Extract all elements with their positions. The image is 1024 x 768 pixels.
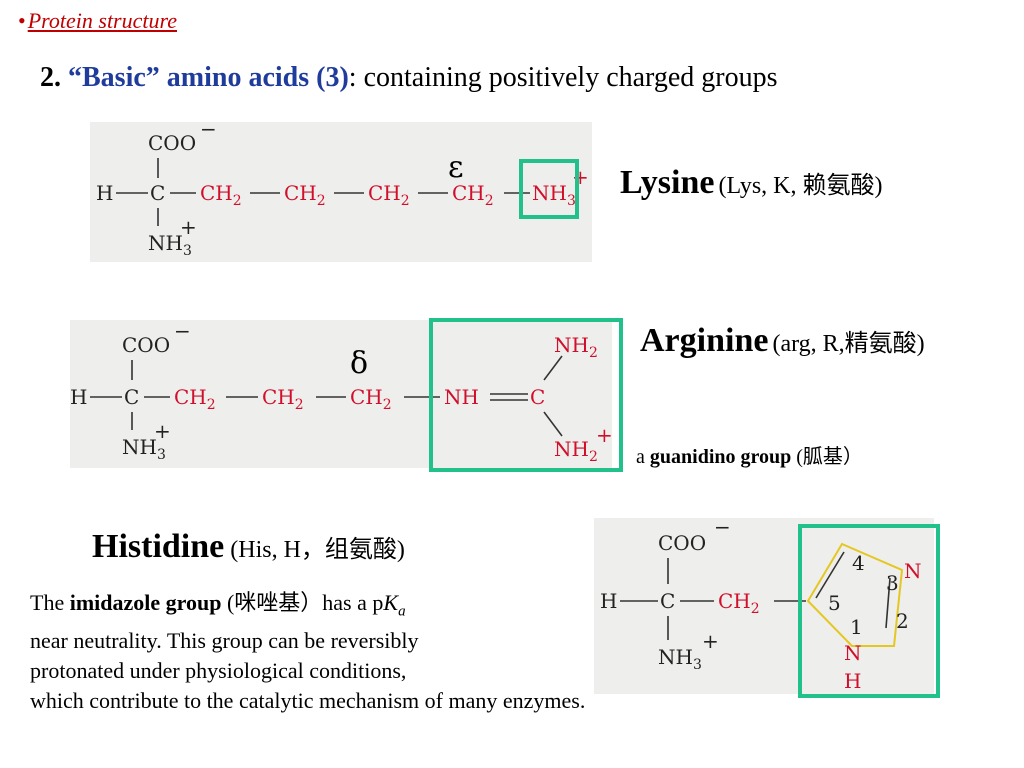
nh-label: NH [444, 385, 479, 409]
minus-label: − [200, 122, 217, 141]
heading-number: 2. [40, 62, 68, 93]
carboxylate-label: COO [122, 333, 170, 357]
nh3-label: NH3 [122, 435, 166, 463]
guanidino-term: guanidino group [649, 446, 792, 468]
plus-label: + [702, 629, 719, 653]
guanidino-box [429, 318, 623, 472]
histidine-abbrev: (His, H，组氨酸) [224, 537, 405, 563]
nh3-label: NH3 [148, 231, 192, 259]
imidazole-box [798, 524, 940, 698]
h-label: H [96, 181, 113, 205]
ring-number: 4 [852, 551, 865, 575]
breadcrumb[interactable]: •Protein structure [18, 8, 177, 34]
ch2-label: CH2 [200, 181, 242, 209]
ch2-label: CH2 [262, 385, 304, 413]
slide-heading: 2. “Basic” amino acids (3): containing p… [40, 62, 778, 94]
ch2-label: CH2 [718, 589, 760, 617]
n-label: N [844, 641, 862, 665]
minus-label: − [174, 320, 191, 343]
breadcrumb-link[interactable]: Protein structure [27, 8, 177, 33]
lysine-name: Lysine [620, 164, 715, 201]
plus-label: + [180, 215, 197, 239]
h-label: H [600, 589, 617, 613]
ch2-label: CH2 [174, 385, 216, 413]
bond [885, 577, 891, 629]
ch2-label: CH2 [368, 181, 410, 209]
ch2-label: CH2 [284, 181, 326, 209]
bond [815, 551, 845, 599]
c-label: C [150, 181, 165, 205]
h-label: H [70, 385, 87, 409]
lysine-amino-box [519, 159, 579, 219]
histidine-structure: COO − H C NH3 + CH2 N N H 1 2 3 4 5 [594, 518, 934, 694]
bullet-icon: • [18, 8, 26, 33]
carboxylate-label: COO [658, 531, 706, 555]
arginine-structure: COO − H C NH3 + CH2 CH2 CH2 NH C NH2 NH2… [70, 320, 612, 468]
histidine-title: Histidine (His, H，组氨酸) [92, 528, 405, 566]
bond [543, 411, 563, 437]
ring-number: 2 [896, 609, 909, 633]
ch2-label: CH2 [350, 385, 392, 413]
arginine-name: Arginine [640, 322, 769, 359]
ch2-label: CH2 [452, 181, 494, 209]
heading-rest: containing positively charged groups [363, 62, 778, 93]
highlight-box [519, 159, 579, 219]
lysine-structure: COO − H C NH3 + CH2 CH2 CH2 CH2 NH3 + [90, 122, 592, 262]
heading-highlight: “Basic” amino acids (3) [68, 62, 349, 93]
desc-line-4: which contribute to the catalytic mechan… [30, 688, 586, 714]
ring-number: 1 [850, 615, 863, 639]
ring-number: 3 [886, 571, 899, 595]
desc-line-3: protonated under physiological condition… [30, 658, 407, 684]
delta-label: δ [350, 346, 369, 381]
highlight-box [429, 318, 623, 472]
lysine-title: Lysine (Lys, K, 赖氨酸) [620, 164, 882, 202]
ring-number: 5 [828, 591, 841, 615]
c-label: C [530, 385, 545, 409]
arginine-title: Arginine (arg, R,精氨酸) [640, 322, 925, 360]
plus-label: + [154, 419, 171, 443]
desc-line-2: near neutrality. This group can be rever… [30, 628, 419, 654]
n-label: N [904, 559, 922, 583]
highlight-box [798, 524, 940, 698]
desc-line-1: The imidazole group (咪唑基）has a pKa [30, 590, 406, 620]
c-label: C [660, 589, 675, 613]
guanidino-caption: a guanidino group (胍基） [636, 446, 863, 468]
imidazole-ring [806, 542, 904, 647]
nh3-label: NH3 [532, 181, 576, 209]
h-label: H [844, 669, 861, 693]
bond [543, 355, 563, 381]
carboxylate-label: COO [148, 131, 196, 155]
epsilon-label: ε [448, 150, 464, 185]
minus-label: − [714, 518, 731, 539]
nh2-label: NH2 [554, 333, 598, 361]
heading-colon: : [348, 62, 364, 93]
imidazole-term: imidazole group [69, 590, 222, 615]
arginine-abbrev: (arg, R,精氨酸) [772, 331, 925, 357]
lysine-abbrev: (Lys, K, 赖氨酸) [718, 173, 883, 199]
c-label: C [124, 385, 139, 409]
nh3-label: NH3 [658, 645, 702, 673]
plus-label: + [596, 423, 612, 447]
histidine-description: The imidazole group (咪唑基）has a pKa near … [30, 588, 810, 716]
nh2-label: NH2 [554, 437, 598, 465]
histidine-name: Histidine [92, 528, 225, 565]
